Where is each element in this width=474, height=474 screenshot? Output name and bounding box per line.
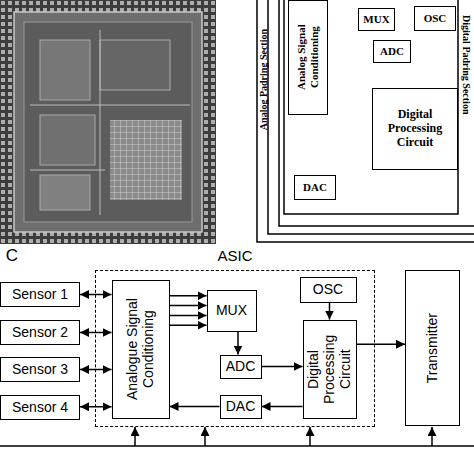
signal-arrow [170,296,207,325]
floorplan-block: ADC [373,40,411,63]
process-box: Digital Processing Circuit [303,320,357,419]
signal-arrow [357,344,406,345]
process-box: DAC [220,395,262,419]
node-label: DAC [225,397,257,415]
arrow-line [262,366,303,368]
process-box: ADC [220,355,262,379]
arrow-line [170,315,207,317]
signal-arrow [329,303,330,320]
arrow-line [329,303,331,320]
sensor-box: Sensor 2 [0,320,80,345]
signal-arrow [80,332,112,333]
floorplan-block: DAC [294,175,336,200]
label-holder: Digital Padring Section [459,0,474,130]
padring-label: Analog Padring Section [258,29,269,130]
node-label: MUX [215,301,248,319]
node-label: Analogue Signal Conditioning [123,281,157,418]
floorplan-block: Analog Signal Conditioning [288,0,328,115]
chip-photo [0,0,216,244]
arrow-line [170,295,207,297]
signal-arrow [170,406,220,407]
floorplan-block: Digital Processing Circuit [372,88,458,170]
arrow-line [80,406,112,408]
base-block [0,427,474,474]
node-label: ADC [379,44,405,59]
node-label: OSC [423,11,448,26]
process-box: MUX [207,290,257,332]
process-box: Analogue Signal Conditioning [112,280,170,419]
node-label: Sensor 4 [11,398,69,416]
node-label: Sensor 1 [11,285,69,303]
arrow-line [262,406,303,408]
floorplan-block: OSC [414,6,456,31]
arrow-line [170,324,207,326]
signal-arrow [80,369,112,370]
node-label: Analog Signal Conditioning [294,1,321,114]
panel-letter: C [6,246,18,266]
group-heading: ASIC [96,247,374,264]
arrow-line [237,332,239,355]
floorplan-block: MUX [358,8,395,31]
arrow-line [357,344,406,346]
node-label: Sensor 3 [11,360,69,378]
signal-arrow [238,332,239,355]
transmitter-box: Transmitter [405,270,460,426]
signal-arrow [262,406,303,407]
node-label: Transmitter [423,312,441,384]
sensor-box: Sensor 3 [0,357,80,382]
node-label: Digital Processing Circuit [373,107,457,150]
node-label: Sensor 2 [11,323,69,341]
label-holder: Analog Padring Section [258,0,269,160]
label-holder: C [2,246,22,266]
signal-arrow [80,294,112,295]
node-label: DAC [302,180,328,195]
arrow-line [80,294,112,296]
floorplan-frames [257,0,474,242]
node-label: Digital Processing Circuit [304,321,354,418]
padring-label: Digital Padring Section [461,15,472,114]
arrow-line [80,332,112,334]
arrow-line [80,369,112,371]
sensor-box: Sensor 1 [0,282,80,307]
node-label: OSC [312,280,344,298]
arrow-line [170,406,220,408]
asic-boundary: ASICAnalogue Signal ConditioningMUXOSCAD… [95,270,375,427]
node-label: MUX [362,12,390,27]
node-label: ADC [225,357,257,375]
signal-arrow [262,366,303,367]
arrow-line [170,305,207,307]
sensor-box: Sensor 4 [0,395,80,420]
process-box: OSC [300,277,357,303]
signal-arrow [80,406,112,407]
